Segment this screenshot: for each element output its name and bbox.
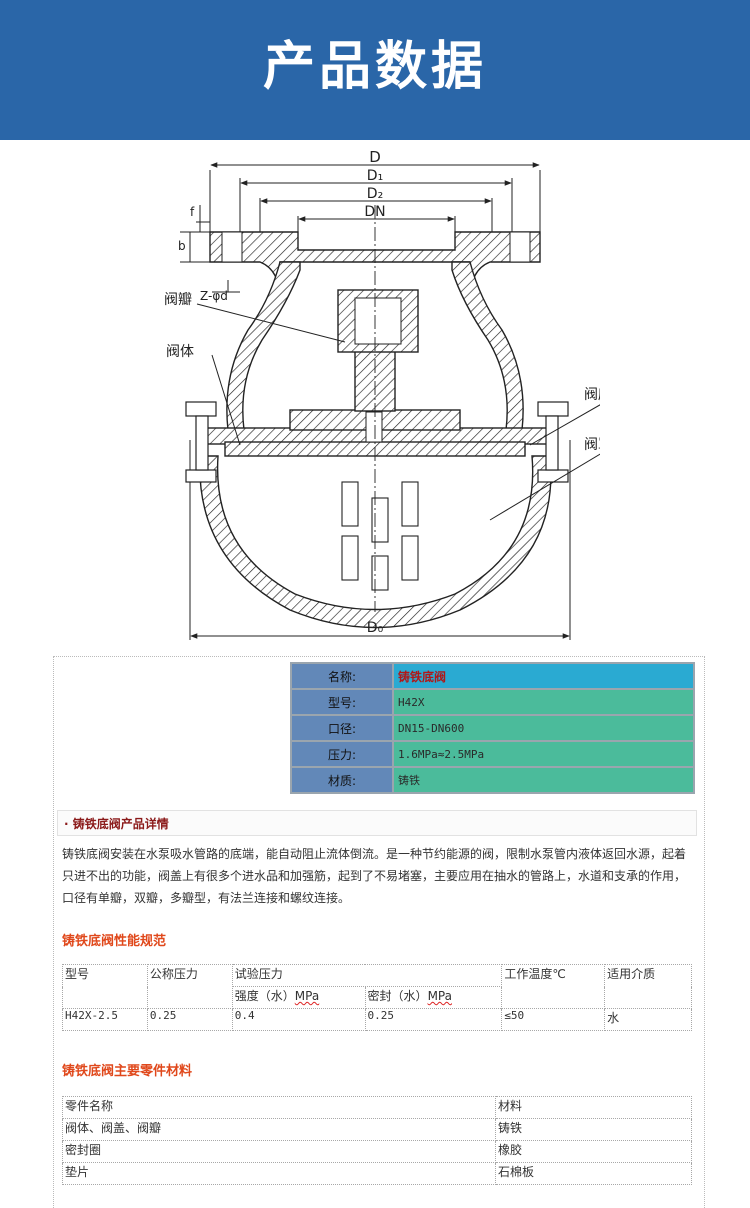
header-model: 型号 bbox=[62, 964, 148, 1009]
dim-label-D2: D₂ bbox=[367, 186, 383, 202]
cell-part: 垫片 bbox=[62, 1162, 496, 1185]
spec-value: 铸铁 bbox=[394, 768, 693, 792]
valve-technical-drawing: D D₁ D₂ DN b f Z-φd D₀ 阀瓣 阀体 阀座 阀罩 bbox=[164, 148, 600, 640]
spec-label: 名称: bbox=[292, 664, 392, 688]
cell-strength: 0.4 bbox=[231, 1008, 366, 1031]
spec-label: 压力: bbox=[292, 742, 392, 766]
valve-body-shell bbox=[226, 261, 301, 431]
cell-medium: 水 bbox=[604, 1008, 692, 1031]
spec-row: 名称:铸铁底阀 bbox=[292, 664, 693, 688]
table-row: 密封圈 橡胶 bbox=[62, 1140, 692, 1163]
cell-seal: 0.25 bbox=[364, 1008, 503, 1031]
dim-label-z-phi-d: Z-φd bbox=[200, 289, 228, 303]
spec-row: 材质:铸铁 bbox=[292, 768, 693, 792]
materials-table: 零件名称 材料 阀体、阀盖、阀瓣 铸铁 密封圈 橡胶 垫片 石棉板 bbox=[62, 1096, 692, 1185]
header-strength: 强度（水）MPa bbox=[231, 986, 366, 1009]
specs-table: 名称:铸铁底阀 型号:H42X 口径:DN15-DN600 压力:1.6MPa≈… bbox=[290, 662, 695, 794]
header-working-temp: 工作温度℃ bbox=[501, 964, 606, 1009]
cell-material: 铸铁 bbox=[495, 1118, 692, 1141]
header-material: 材料 bbox=[495, 1096, 692, 1119]
table-row: 强度（水）MPa 密封（水）MPa bbox=[63, 986, 692, 1009]
header-strength-text: 强度（水）MPa bbox=[234, 989, 320, 1003]
table-row: 型号 公称压力 试验压力 工作温度℃ 适用介质 bbox=[62, 964, 692, 1009]
page-title: 产品数据 bbox=[262, 37, 487, 97]
cell-material: 橡胶 bbox=[495, 1140, 692, 1163]
cell-material: 石棉板 bbox=[495, 1162, 692, 1185]
spec-row: 型号:H42X bbox=[292, 690, 693, 714]
unit-mpa: MPa bbox=[427, 989, 452, 1003]
label-valve-cover: 阀罩 bbox=[584, 437, 600, 453]
spec-label: 材质: bbox=[292, 768, 392, 792]
header-part: 零件名称 bbox=[62, 1096, 496, 1119]
spec-value: H42X bbox=[394, 690, 693, 714]
header-seal-text: 密封（水）MPa bbox=[367, 989, 452, 1003]
page-header: 产品数据 bbox=[0, 0, 750, 140]
dim-label-D: D bbox=[369, 148, 381, 166]
performance-title: 铸铁底阀性能规范 bbox=[62, 934, 167, 949]
dim-label-b: b bbox=[178, 239, 186, 253]
cell-model: H42X-2.5 bbox=[62, 1008, 148, 1031]
label-valve-seat: 阀座 bbox=[584, 387, 600, 403]
dim-label-f: f bbox=[190, 205, 195, 219]
unit-mpa: MPa bbox=[294, 989, 320, 1003]
table-row: H42X-2.5 0.25 0.4 0.25 ≤50 水 bbox=[62, 1008, 692, 1031]
product-description: 铸铁底阀安装在水泵吸水管路的底端，能自动阻止流体倒流。是一种节约能源的阀，限制水… bbox=[62, 843, 692, 909]
cell-nominal: 0.25 bbox=[146, 1008, 233, 1031]
table-row: 零件名称 材料 bbox=[62, 1096, 692, 1119]
details-title: · 铸铁底阀产品详情 bbox=[64, 817, 169, 831]
spec-row: 口径:DN15-DN600 bbox=[292, 716, 693, 740]
description-line: 铸铁底阀安装在水泵吸水管路的底端，能自动阻止流体倒流。是一种节约能源的阀，限制水… bbox=[62, 847, 687, 861]
cell-part: 密封圈 bbox=[62, 1140, 496, 1163]
description-line: 口径有单瓣，双瓣，多瓣型，有法兰连接和螺纹连接。 bbox=[62, 891, 351, 905]
dim-label-DN: DN bbox=[364, 204, 385, 220]
performance-table: 型号 公称压力 试验压力 工作温度℃ 适用介质 强度（水）MPa 密封（水）MP… bbox=[62, 964, 692, 1031]
header-test-pressure: 试验压力 bbox=[231, 964, 503, 987]
spec-label: 型号: bbox=[292, 690, 392, 714]
spec-value: 1.6MPa≈2.5MPa bbox=[394, 742, 693, 766]
spec-value: DN15-DN600 bbox=[394, 716, 693, 740]
header-medium: 适用介质 bbox=[604, 964, 692, 1009]
spec-label: 口径: bbox=[292, 716, 392, 740]
materials-title: 铸铁底阀主要零件材料 bbox=[62, 1064, 193, 1079]
label-valve-flap: 阀瓣 bbox=[164, 292, 192, 308]
spec-value: 铸铁底阀 bbox=[394, 664, 693, 688]
header-nominal-pressure: 公称压力 bbox=[146, 964, 233, 1009]
content-frame bbox=[53, 656, 705, 1208]
cell-part: 阀体、阀盖、阀瓣 bbox=[62, 1118, 496, 1141]
details-title-bar: · 铸铁底阀产品详情 bbox=[57, 810, 697, 836]
table-row: 垫片 石棉板 bbox=[62, 1162, 692, 1185]
spec-row: 压力:1.6MPa≈2.5MPa bbox=[292, 742, 693, 766]
table-row: 阀体、阀盖、阀瓣 铸铁 bbox=[62, 1118, 692, 1141]
label-valve-body: 阀体 bbox=[166, 344, 194, 360]
header-seal: 密封（水）MPa bbox=[364, 986, 503, 1009]
dim-label-D1: D₁ bbox=[367, 168, 383, 184]
dim-label-D0: D₀ bbox=[367, 620, 384, 636]
description-line: 只进不出的功能，阀盖上有很多个进水品和加强筋，起到了不易堵塞，主要应用在抽水的管… bbox=[62, 869, 687, 883]
cell-temp: ≤50 bbox=[501, 1008, 606, 1031]
